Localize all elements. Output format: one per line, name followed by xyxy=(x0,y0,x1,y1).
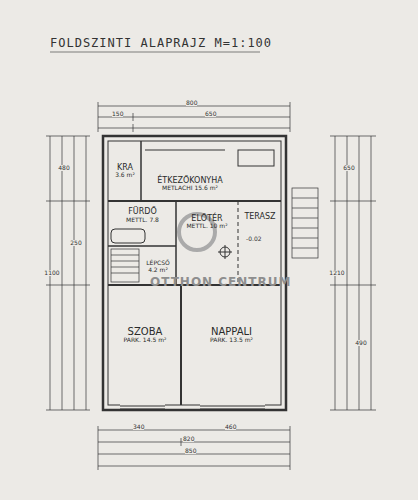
dimension-label: 1100 xyxy=(44,270,59,276)
room-area: NAPPALIPARK. 13.5 m² xyxy=(182,300,281,370)
dimension-label: 820 xyxy=(183,436,194,442)
room-area: SZOBAPARK. 14.5 m² xyxy=(109,300,181,370)
room-area: FÜRDŐMETTL. 7.8 xyxy=(109,202,176,229)
room-area-note: METLACHI 15.6 m² xyxy=(162,185,218,192)
room-name: LÉPCSŐ xyxy=(146,260,169,267)
room-area-note: METTL. 7.8 xyxy=(126,217,159,224)
dimension-label: 800 xyxy=(186,100,197,106)
dimension-label: 460 xyxy=(225,424,236,430)
dimension-label: 850 xyxy=(185,448,196,454)
dimension-label: 340 xyxy=(133,424,144,430)
room-area: ELŐTÉRMETTL. 10 m² xyxy=(177,202,237,242)
room-area-note: PARK. 14.5 m² xyxy=(124,337,167,344)
room-name: KRA xyxy=(117,163,133,172)
room-area-note: 3.6 m² xyxy=(115,172,135,179)
dimension-label: 490 xyxy=(355,340,366,346)
room-area: ÉTKEZŐKONYHAMETLACHI 15.6 m² xyxy=(142,168,238,200)
plan-title: FOLDSZINTI ALAPRAJZ M=1:100 xyxy=(50,36,272,50)
room-area: KRA3.6 m² xyxy=(109,142,141,200)
room-name: TERASZ xyxy=(244,212,275,221)
dimension-label: 250 xyxy=(70,240,81,246)
room-area-note: PARK. 13.5 m² xyxy=(210,337,253,344)
room-area-note: 4.2 m² xyxy=(148,267,168,274)
room-area-note: METTL. 10 m² xyxy=(186,223,227,230)
dimension-label: 650 xyxy=(343,165,354,171)
dimension-label: 150 xyxy=(112,111,123,117)
room-area: TERASZ xyxy=(239,202,281,232)
dimension-label: 1210 xyxy=(329,270,344,276)
room-name: ELŐTÉR xyxy=(191,214,222,223)
room-name: FÜRDŐ xyxy=(128,207,156,216)
watermark: OTTHON CENTRUM xyxy=(150,275,291,289)
dimension-label: -0.02 xyxy=(246,236,262,242)
dimension-label: 650 xyxy=(205,111,216,117)
room-name: NAPPALI xyxy=(211,326,252,338)
room-name: SZOBA xyxy=(128,326,163,338)
room-name: ÉTKEZŐKONYHA xyxy=(157,176,222,185)
dimension-label: 480 xyxy=(58,165,69,171)
